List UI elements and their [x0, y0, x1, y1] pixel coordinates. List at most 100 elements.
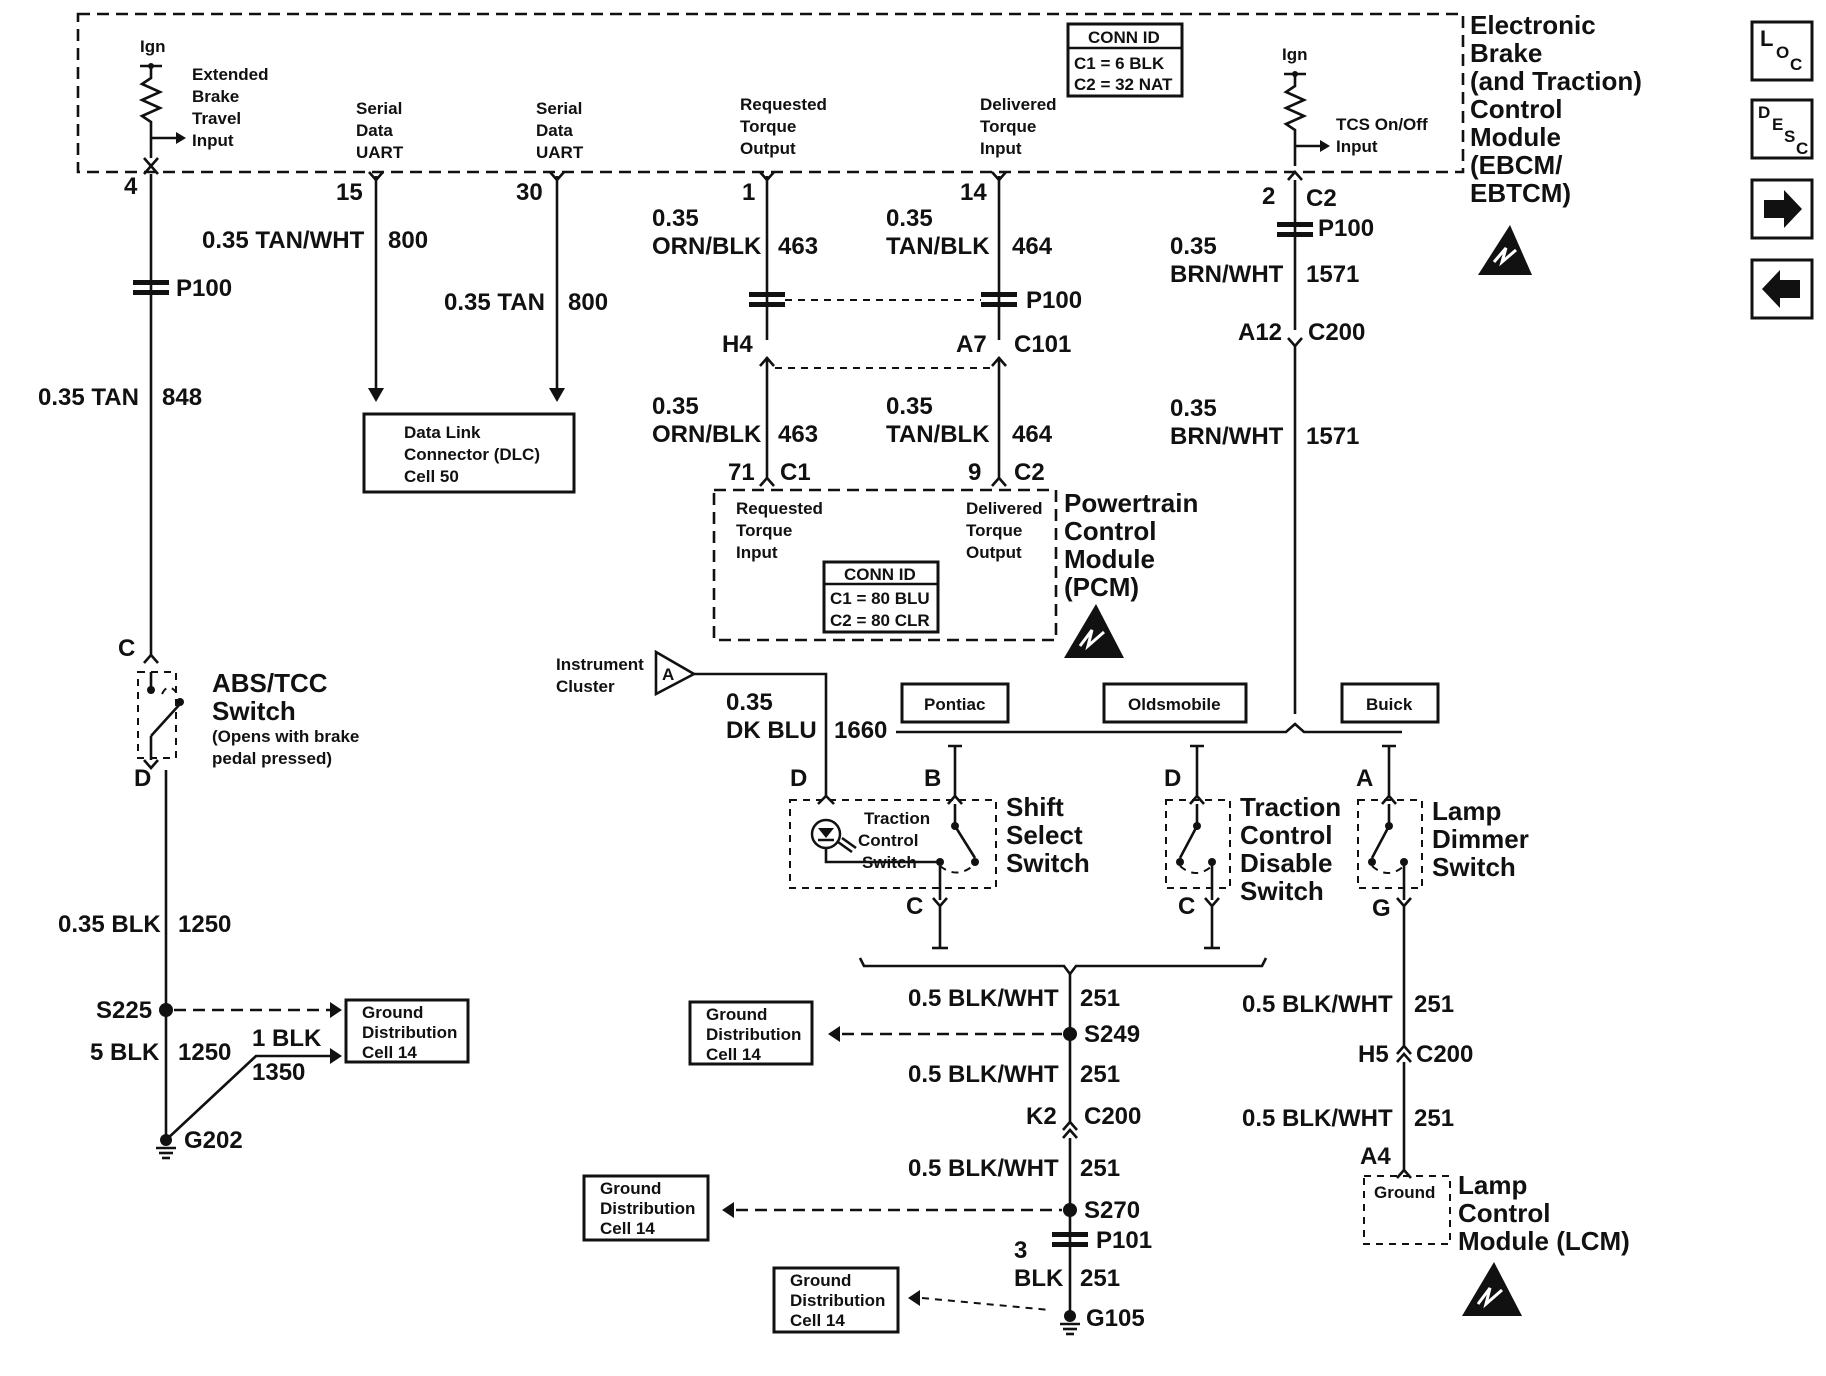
esd-warning-icon	[1462, 1262, 1522, 1316]
gd1-line3: Cell 14	[362, 1043, 417, 1062]
tcd-title-2: Control	[1240, 820, 1332, 850]
left-arrow-icon	[1762, 270, 1800, 308]
wire-848-color: 0.35 TAN	[38, 384, 139, 411]
conn-id-title: CONN ID	[1088, 28, 1160, 47]
lamp-dimmer-switch: A G Lamp Dimmer Switch	[1356, 744, 1529, 922]
right-arrow-icon	[1764, 190, 1802, 228]
next-button[interactable]	[1750, 178, 1814, 240]
ext-brake-2: Brake	[192, 87, 239, 106]
esd-warning-icon	[1478, 225, 1532, 275]
ld-pin-a: A	[1356, 765, 1373, 792]
ebcm-title-4: Control	[1470, 94, 1562, 124]
desc-button[interactable]: D E S C	[1750, 98, 1814, 160]
lcm-title-1: Lamp	[1458, 1170, 1527, 1200]
ss-pin-b: B	[924, 765, 941, 792]
req-torque-out-3: Output	[740, 139, 796, 158]
pcm-module: Requested Torque Input Delivered Torque …	[712, 488, 1198, 658]
wire-463b-color: ORN/BLK	[652, 421, 762, 448]
ss-inner-3: Switch	[862, 853, 917, 872]
wire-1250a-color: 0.35 BLK	[58, 911, 161, 938]
ground-distribution-4: Ground Distribution Cell 14	[772, 1266, 900, 1334]
ext-brake-4: Input	[192, 131, 234, 150]
s270-label: S270	[1084, 1197, 1140, 1224]
wire-251f-color: 0.5 BLK/WHT	[1242, 1105, 1393, 1132]
dlc-box: Data Link Connector (DLC) Cell 50	[362, 412, 576, 494]
wire-800-a: 0.35 TAN/WHT 800	[202, 171, 428, 402]
conn-id-c1: C1 = 6 BLK	[1074, 54, 1165, 73]
wire-463a-num: 463	[778, 233, 818, 260]
pcm-title-2: Control	[1064, 516, 1156, 546]
ground-g202-icon	[156, 1134, 176, 1160]
tcs-onoff-2: Input	[1336, 137, 1378, 156]
pcm-title-4: (PCM)	[1064, 572, 1139, 602]
pcm-conn-id-c1: C1 = 80 BLU	[830, 589, 930, 608]
brand-pontiac-label: Pontiac	[924, 695, 985, 714]
p101-label: P101	[1096, 1227, 1152, 1254]
tcd-title-3: Disable	[1240, 848, 1333, 878]
prev-button[interactable]	[1750, 258, 1814, 320]
wire-800-b: 0.35 TAN 800	[444, 171, 608, 402]
abs-tcc-switch: C D ABS/TCC Switch (Opens with brake ped…	[118, 635, 359, 792]
k2-label: K2	[1026, 1103, 1057, 1130]
del-torque-in-2: Torque	[980, 117, 1036, 136]
wire-463b-gauge: 0.35	[652, 393, 699, 420]
conn-id-c2: C2 = 32 NAT	[1074, 75, 1173, 94]
wire-1660-gauge: 0.35	[726, 689, 773, 716]
ebcm-title-2: Brake	[1470, 38, 1542, 68]
lcm-module: Ground Lamp Control Module (LCM)	[1363, 1170, 1630, 1316]
wire-251b-num: 251	[1080, 1061, 1120, 1088]
gd4-line1: Ground	[790, 1271, 851, 1290]
ss-pin-d: D	[790, 765, 807, 792]
pcm-del-out-3: Output	[966, 543, 1022, 562]
dlc-line2: Connector (DLC)	[404, 445, 540, 464]
c200c-label: C200	[1416, 1041, 1473, 1068]
wire-848-num: 848	[162, 384, 202, 411]
pin-1: 1	[742, 179, 755, 206]
p100-connector-left	[133, 280, 169, 295]
brand-oldsmobile-label: Oldsmobile	[1128, 695, 1221, 714]
ebcm-title-5: Module	[1470, 122, 1561, 152]
ld-pin-g: G	[1372, 895, 1391, 922]
brand-buick: Buick	[1340, 682, 1440, 724]
desc-letter-c: C	[1796, 139, 1808, 158]
abs-note-1: (Opens with brake	[212, 727, 359, 746]
gd1-line1: Ground	[362, 1003, 423, 1022]
abs-pin-d: D	[134, 765, 151, 792]
esd-warning-icon	[1064, 604, 1124, 658]
pcm-del-out-2: Torque	[966, 521, 1022, 540]
ground-distribution-1: Ground Distribution Cell 14	[344, 998, 470, 1064]
options-bus	[896, 722, 1402, 734]
ebcm-title-3: (and Traction)	[1470, 66, 1642, 96]
wire-251d-color: BLK	[1014, 1265, 1064, 1292]
s249-label: S249	[1084, 1021, 1140, 1048]
tcd-title-4: Switch	[1240, 876, 1324, 906]
ld-title-3: Switch	[1432, 852, 1516, 882]
abs-title-1: ABS/TCC	[212, 668, 328, 698]
wire-464a-num: 464	[1012, 233, 1053, 260]
ss-inner-2: Control	[858, 831, 918, 850]
wire-464a-gauge: 0.35	[886, 205, 933, 232]
ic-label-2: Cluster	[556, 677, 615, 696]
wire-848: P100 0.35 TAN 848	[38, 164, 232, 655]
wire-1571a-gauge: 0.35	[1170, 233, 1217, 260]
ss-pin-c: C	[906, 893, 923, 920]
ss-title-2: Select	[1006, 820, 1083, 850]
pcm-title-1: Powertrain	[1064, 488, 1198, 518]
desc-letter-d: D	[1758, 103, 1770, 122]
tcd-title-1: Traction	[1240, 792, 1341, 822]
loc-button[interactable]: L O C	[1750, 20, 1814, 82]
wire-1250a-num: 1250	[178, 911, 231, 938]
gd3-line3: Cell 14	[600, 1219, 655, 1238]
ebcm-title-1: Electronic	[1470, 10, 1596, 40]
wire-251d-gauge: 3	[1014, 1237, 1027, 1264]
lcm-title-3: Module (LCM)	[1458, 1226, 1630, 1256]
wire-800b-color: 0.35 TAN	[444, 289, 545, 316]
wire-1571a-num: 1571	[1306, 261, 1359, 288]
brand-buick-label: Buick	[1366, 695, 1413, 714]
wire-1571b-color: BRN/WHT	[1170, 423, 1284, 450]
serial2-1: Serial	[536, 99, 582, 118]
s249-splice	[1063, 1027, 1077, 1041]
ign-label-right: Ign	[1282, 45, 1308, 64]
wire-1660-color: DK BLU	[726, 717, 817, 744]
lcm-ground: Ground	[1374, 1183, 1435, 1202]
